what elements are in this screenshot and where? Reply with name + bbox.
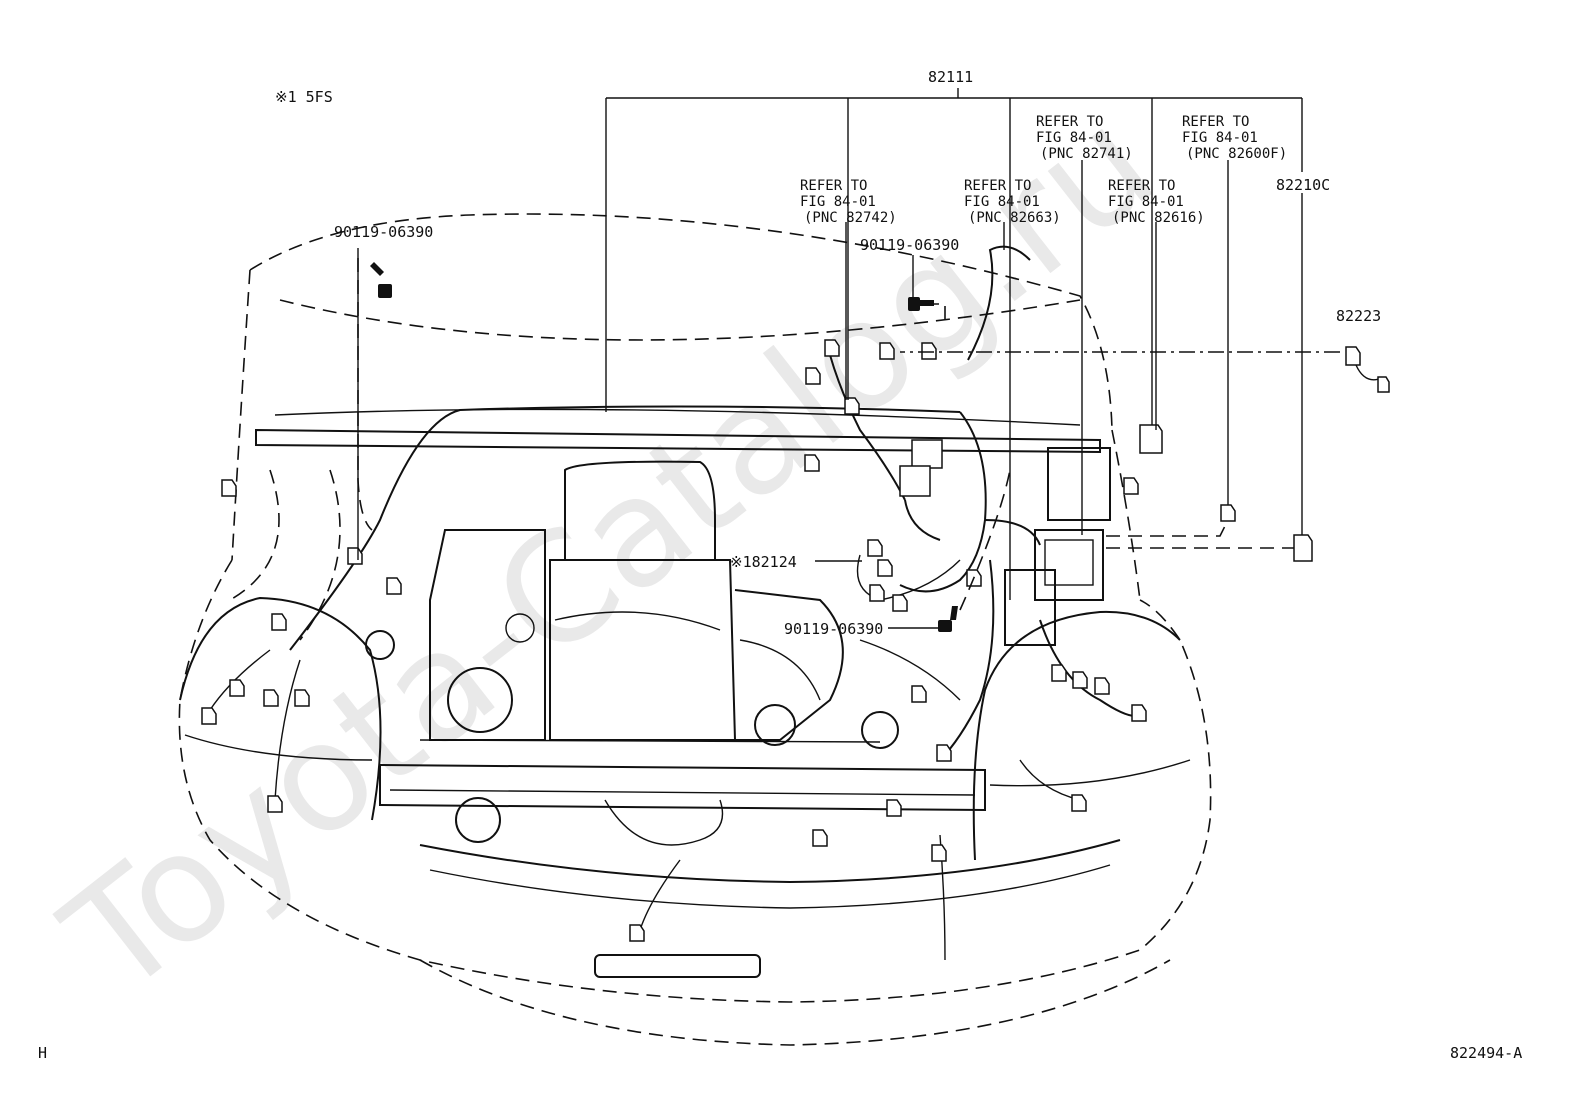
car-body-outline: [178, 213, 1212, 1046]
svg-text:FIG 84-01: FIG 84-01: [1182, 130, 1258, 146]
svg-text:REFER TO: REFER TO: [1108, 178, 1175, 194]
svg-text:(PNC 82663): (PNC 82663): [968, 210, 1061, 226]
corner-mark: H: [38, 1044, 47, 1062]
svg-text:REFER TO: REFER TO: [1036, 114, 1103, 130]
engine-block: [365, 447, 1111, 846]
variant-note: ※1 5FS: [275, 88, 333, 106]
callout-82111: 82111: [928, 68, 973, 86]
svg-text:(PNC 82742): (PNC 82742): [804, 210, 897, 226]
svg-text:REFER TO: REFER TO: [800, 178, 867, 194]
svg-text:FIG 84-01: FIG 84-01: [1108, 194, 1184, 210]
svg-text:(PNC 82600F): (PNC 82600F): [1186, 146, 1287, 162]
ref-82616: REFER TO FIG 84-01 (PNC 82616): [1108, 178, 1205, 226]
callout-bolt-center: 90119-06390: [784, 620, 883, 638]
bolt-center: [938, 606, 958, 632]
ref-82663: REFER TO FIG 84-01 (PNC 82663): [964, 178, 1061, 226]
svg-text:REFER TO: REFER TO: [964, 178, 1031, 194]
leader-lines: [357, 88, 1340, 629]
wiring-harness: [209, 245, 1141, 961]
callout-bolt-top: 90119-06390: [860, 236, 959, 254]
svg-text:(PNC 82616): (PNC 82616): [1112, 210, 1205, 226]
callout-bolt-left: 90119-06390: [334, 223, 433, 241]
ref-82742: REFER TO FIG 84-01 (PNC 82742): [800, 178, 897, 226]
svg-text:FIG 84-01: FIG 84-01: [964, 194, 1040, 210]
connectors: [201, 339, 1390, 942]
svg-text:FIG 84-01: FIG 84-01: [1036, 130, 1112, 146]
svg-text:(PNC 82741): (PNC 82741): [1040, 146, 1133, 162]
figure-id: 822494-A: [1450, 1044, 1522, 1062]
ref-82741: REFER TO FIG 84-01 (PNC 82741): [1036, 114, 1133, 162]
callout-82210c: 82210C: [1276, 176, 1330, 194]
bolt-left: [370, 262, 392, 298]
svg-text:FIG 84-01: FIG 84-01: [800, 194, 876, 210]
svg-text:REFER TO: REFER TO: [1182, 114, 1249, 130]
callout-82124: ※182124: [730, 553, 797, 571]
ref-82600f: REFER TO FIG 84-01 (PNC 82600F): [1182, 114, 1287, 162]
callout-82223: 82223: [1336, 307, 1381, 325]
